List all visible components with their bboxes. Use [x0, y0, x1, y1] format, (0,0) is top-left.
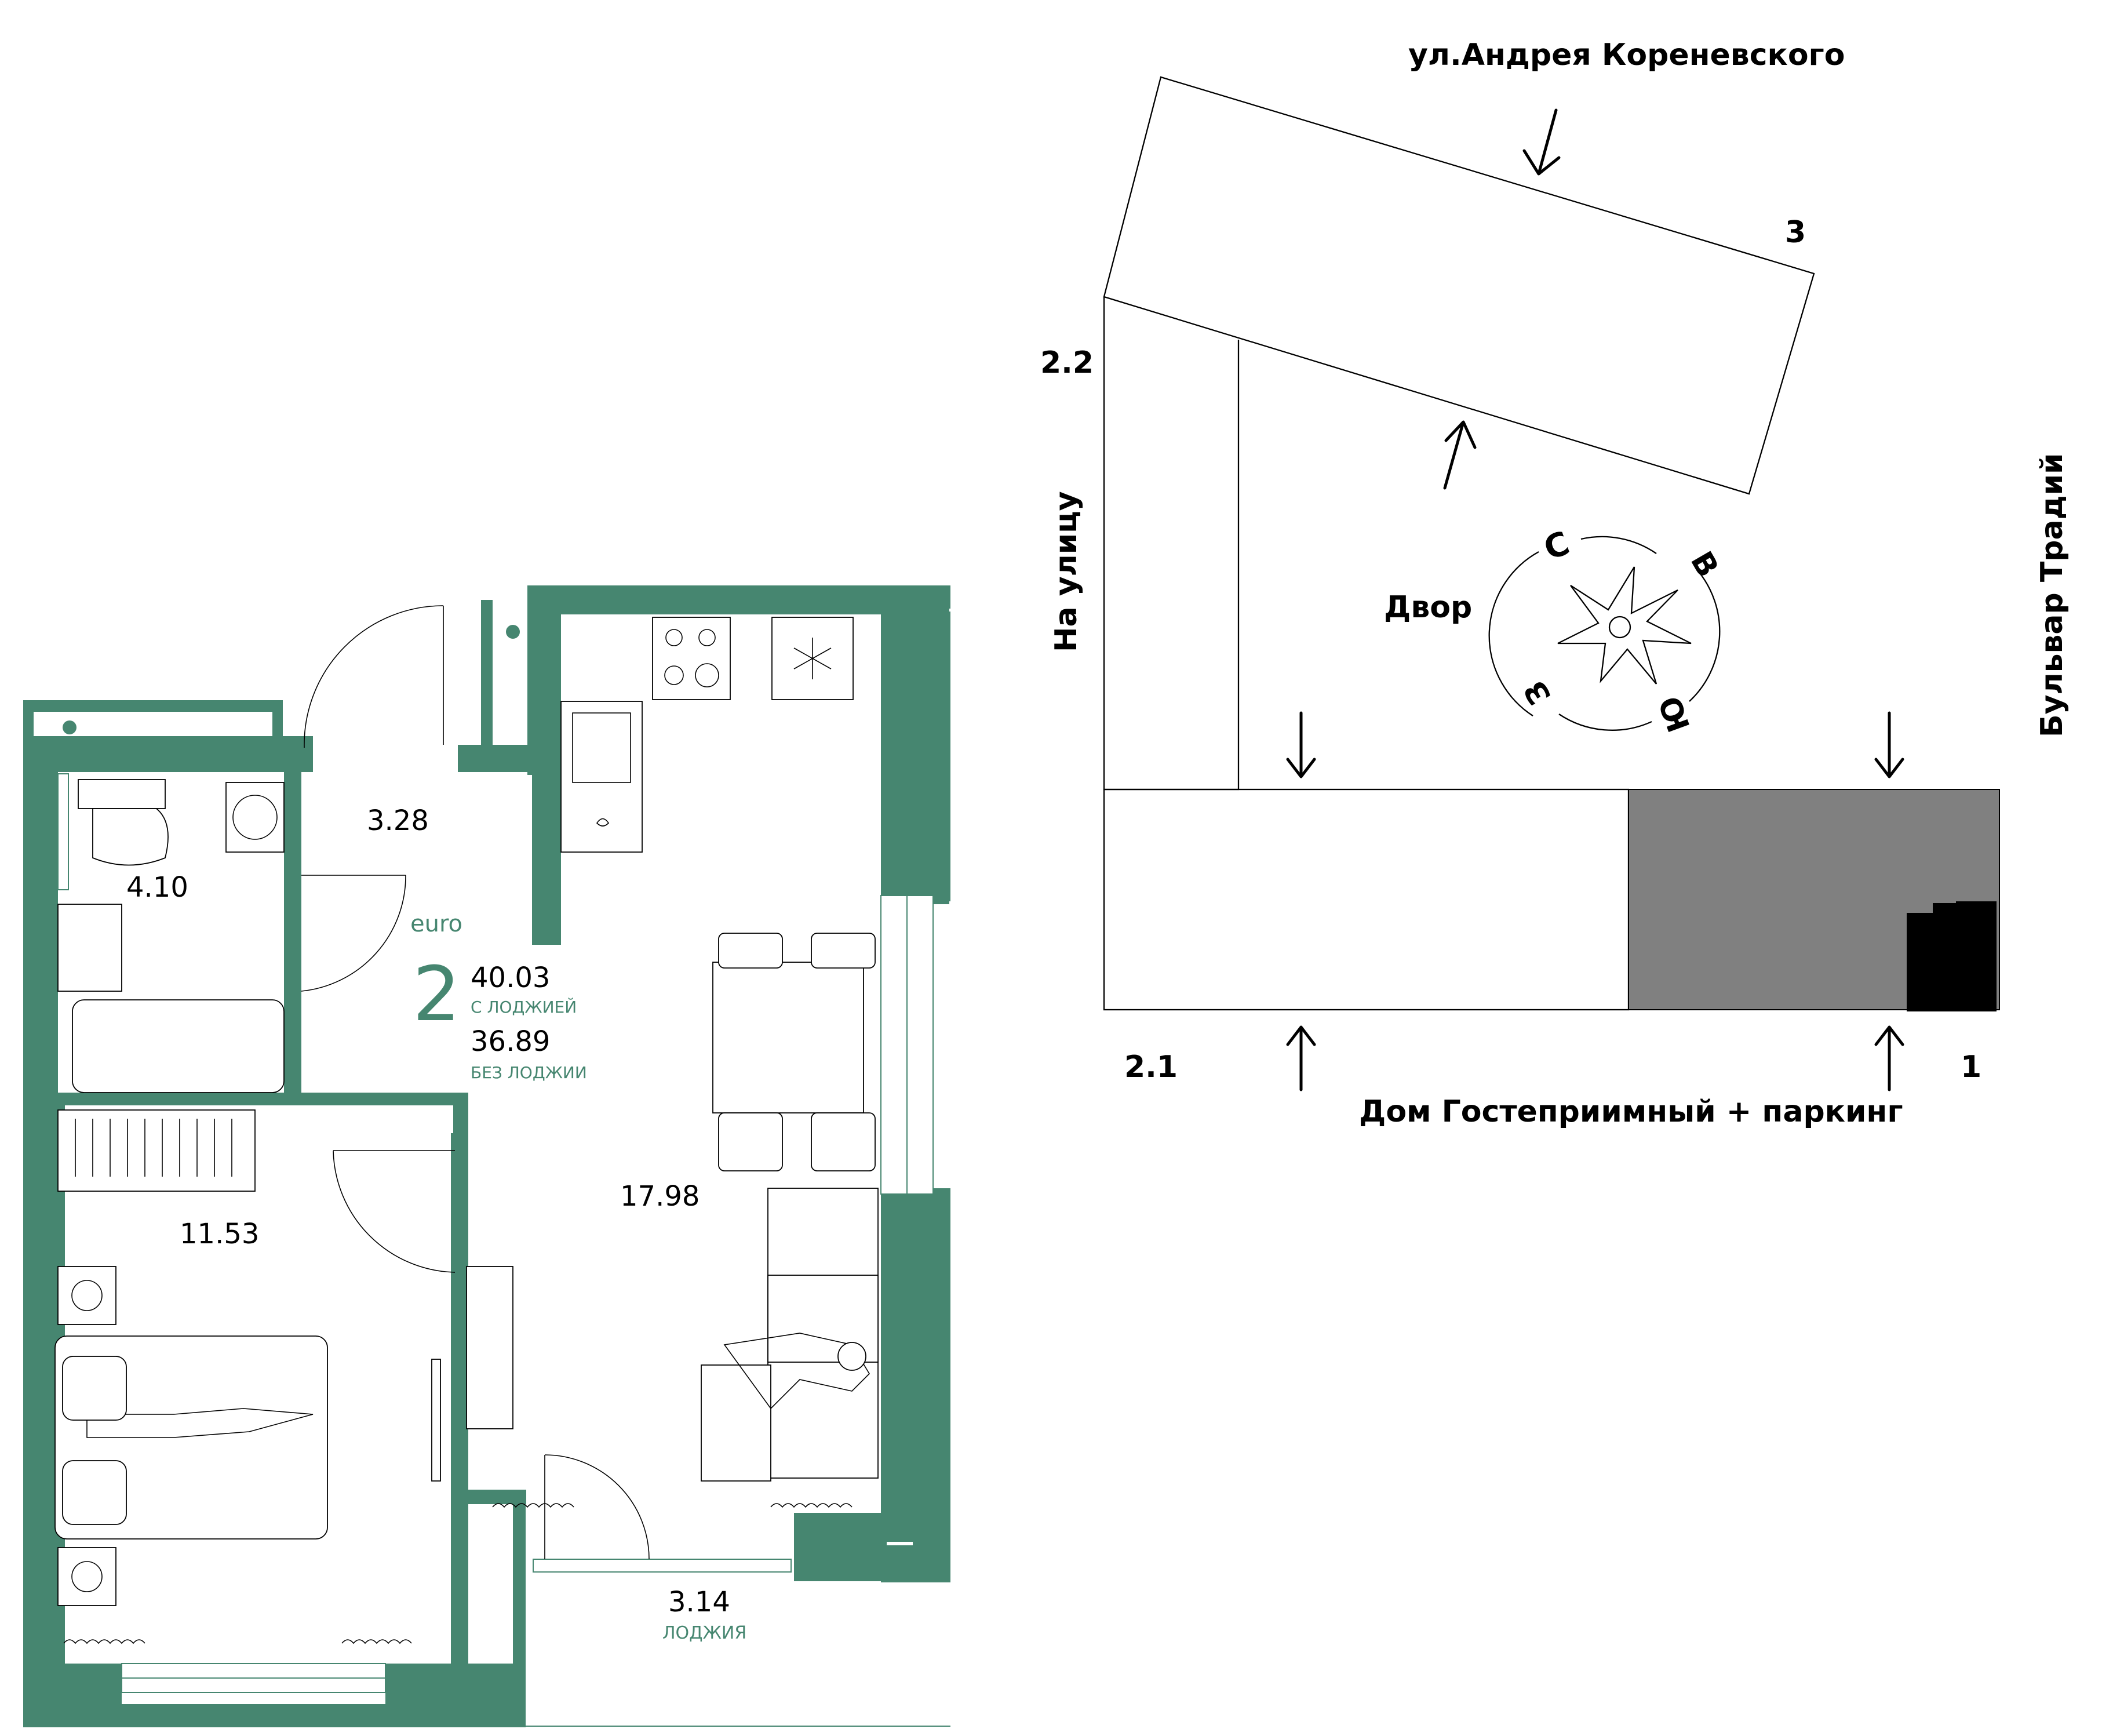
- street-left: На улицу: [1049, 491, 1084, 652]
- bedroom-door-swing[interactable]: [333, 1150, 456, 1273]
- doors: [63, 605, 913, 1560]
- loggia-door-swing[interactable]: [544, 1454, 650, 1560]
- room-area-bathroom: 4.10: [126, 871, 188, 904]
- nightstand: [57, 1547, 116, 1606]
- bedroom-furniture: [54, 1109, 412, 1644]
- street-right: Бульвар Традий: [2035, 453, 2070, 737]
- current-section: [1907, 901, 1997, 1011]
- room-area-loggia: 3.14: [668, 1586, 730, 1618]
- entry-arrows: [1286, 108, 1904, 1091]
- building-number-3: 3: [1785, 215, 1806, 250]
- site-scheme: С В Ю З ул.Андрея Кореневского На улицу …: [1040, 38, 2070, 1129]
- building-2-2: [1103, 297, 1240, 791]
- person-on-bed: [86, 1408, 314, 1438]
- arrow-up-icon: [1443, 420, 1477, 490]
- washing-machine-icon: [225, 782, 285, 853]
- room-area-kitchen-living: 17.98: [620, 1180, 700, 1213]
- snowflake-icon: [793, 638, 832, 679]
- arrow-down-icon: [1522, 108, 1561, 176]
- building-number-2-2: 2.2: [1040, 345, 1094, 380]
- arrow-up-icon: [1874, 1025, 1904, 1091]
- person-on-sofa: [723, 1333, 870, 1410]
- wardrobe: [57, 1109, 256, 1192]
- area-with-loggia: 40.03: [471, 962, 550, 994]
- room-area-bedroom: 11.53: [180, 1218, 259, 1250]
- windows: [57, 773, 934, 1693]
- building-1-highlighted: [1628, 789, 2000, 1010]
- building-number-1: 1: [1961, 1050, 1981, 1084]
- bottom-building-label: Дом Гостеприимный + паркинг: [1359, 1094, 1903, 1129]
- bathroom-furniture: [57, 779, 285, 1093]
- sink-icon: [57, 904, 122, 992]
- compass: С В Ю З: [1488, 525, 1725, 737]
- arrow-up-icon: [1286, 1025, 1316, 1091]
- compass-north: С: [1539, 525, 1575, 568]
- building-3: [1103, 76, 1815, 495]
- room-area-hall: 3.28: [367, 805, 429, 837]
- courtyard-label: Двор: [1384, 590, 1472, 625]
- toilet-icon: [92, 808, 169, 866]
- building-2-1: [1103, 788, 1630, 1011]
- entrance-door-swing[interactable]: [304, 605, 444, 748]
- arrow-down-icon: [1874, 711, 1904, 778]
- without-loggia-label: БЕЗ ЛОДЖИИ: [471, 1063, 587, 1082]
- stove-icon: [652, 617, 731, 700]
- room-count: 2: [413, 950, 461, 1038]
- with-loggia-label: С ЛОДЖИЕЙ: [471, 997, 577, 1017]
- compass-west: З: [1517, 675, 1558, 711]
- room-label-loggia: ЛОДЖИЯ: [662, 1623, 746, 1643]
- tv-stand: [466, 1266, 513, 1429]
- bathroom-door-swing[interactable]: [301, 875, 406, 992]
- building-number-2-1: 2.1: [1124, 1050, 1178, 1084]
- area-without-loggia: 36.89: [471, 1025, 550, 1058]
- loggia-outline: [521, 1565, 950, 1727]
- floor-plan: 3.28 4.10 11.53 17.98 3.14 ЛОДЖИЯ euro 2…: [23, 585, 950, 1727]
- apartment-class: euro: [410, 911, 462, 937]
- dining-table: [712, 962, 864, 1113]
- street-top: ул.Андрея Кореневского: [1408, 38, 1845, 72]
- kitchen-furniture: [431, 617, 879, 1508]
- nightstand: [57, 1266, 116, 1325]
- sink-icon: [560, 701, 643, 853]
- compass-star-icon: [1557, 566, 1692, 685]
- compass-south: Ю: [1652, 692, 1697, 737]
- bathtub-icon: [72, 999, 285, 1093]
- arrow-down-icon: [1286, 711, 1316, 778]
- apartment-summary: euro 2 40.03 С ЛОДЖИЕЙ 36.89 БЕЗ ЛОДЖИИ: [410, 911, 587, 1082]
- compass-east: В: [1684, 546, 1725, 583]
